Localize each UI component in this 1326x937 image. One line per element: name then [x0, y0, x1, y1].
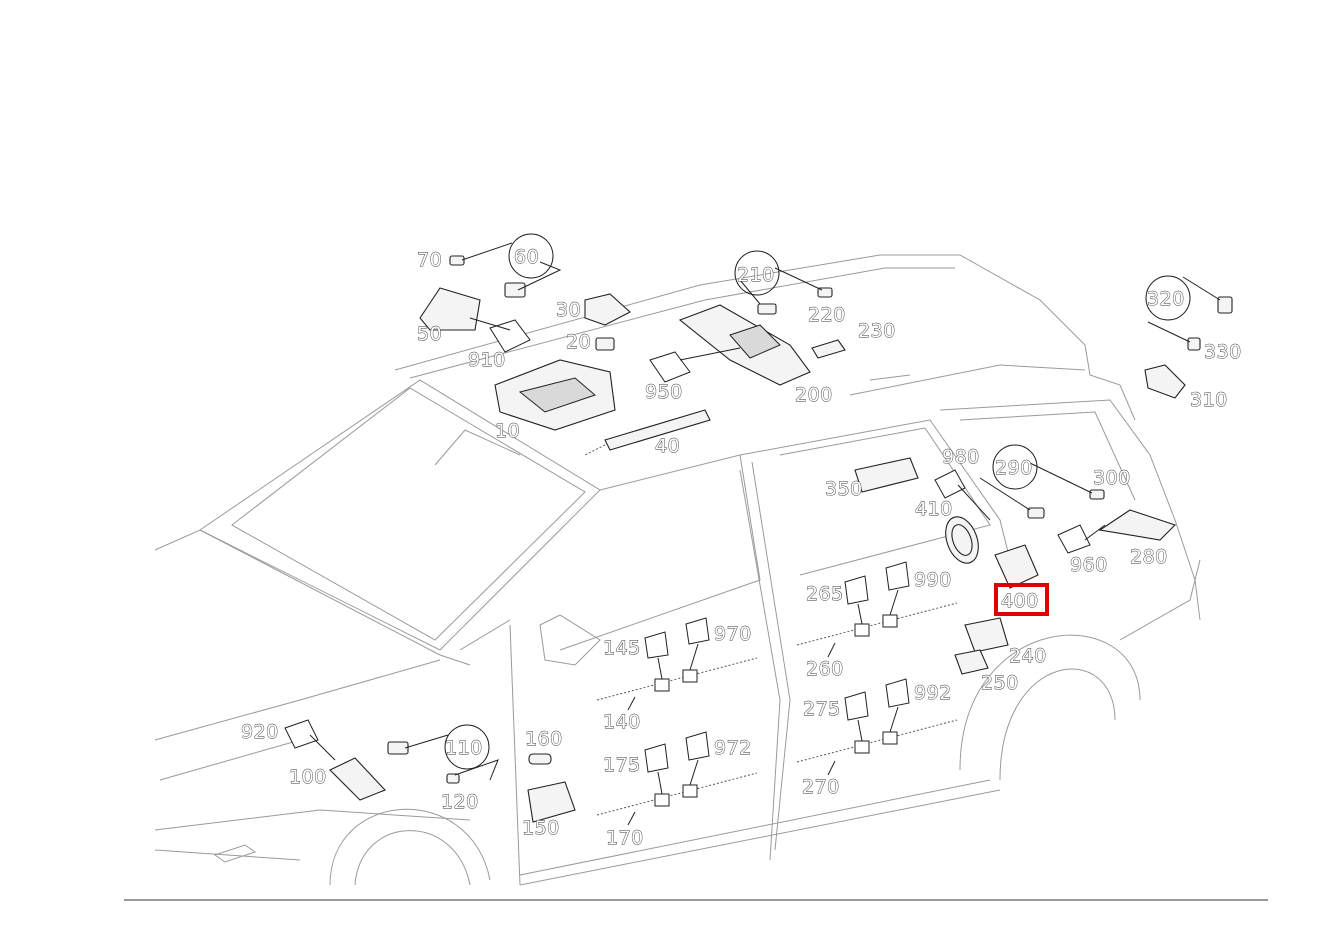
label-20[interactable]: 20 [566, 331, 592, 354]
label-260[interactable]: 260 [806, 658, 844, 681]
label-400[interactable]: 400 [1001, 590, 1039, 613]
label-240[interactable]: 240 [1009, 645, 1047, 668]
label-275[interactable]: 275 [803, 698, 841, 721]
label-350[interactable]: 350 [825, 478, 863, 501]
callout-rings [444, 233, 1191, 770]
label-150[interactable]: 150 [522, 817, 560, 840]
label-110[interactable]: 110 [445, 737, 483, 760]
label-270[interactable]: 270 [802, 776, 840, 799]
label-910[interactable]: 910 [468, 349, 506, 372]
label-960[interactable]: 960 [1070, 554, 1108, 577]
label-210[interactable]: 210 [737, 264, 775, 287]
label-40[interactable]: 40 [655, 435, 681, 458]
label-265[interactable]: 265 [806, 583, 844, 606]
label-300[interactable]: 300 [1093, 467, 1131, 490]
label-70[interactable]: 70 [417, 249, 443, 272]
label-60[interactable]: 60 [514, 246, 540, 269]
part-labels: 70 60 50 910 30 20 10 40 950 210 220 230… [241, 246, 1242, 850]
leader-lines [309, 242, 1221, 826]
label-140[interactable]: 140 [603, 711, 641, 734]
label-120[interactable]: 120 [441, 791, 479, 814]
label-410[interactable]: 410 [915, 498, 953, 521]
label-175[interactable]: 175 [603, 754, 641, 777]
label-200[interactable]: 200 [795, 384, 833, 407]
label-160[interactable]: 160 [525, 728, 563, 751]
label-330[interactable]: 330 [1204, 341, 1242, 364]
label-10[interactable]: 10 [495, 420, 521, 443]
label-100[interactable]: 100 [289, 766, 327, 789]
label-310[interactable]: 310 [1190, 389, 1228, 412]
label-992[interactable]: 992 [914, 682, 952, 705]
label-220[interactable]: 220 [808, 304, 846, 327]
label-230[interactable]: 230 [858, 320, 896, 343]
label-990[interactable]: 990 [914, 569, 952, 592]
label-290[interactable]: 290 [995, 457, 1033, 480]
door-harnesses [596, 561, 958, 816]
label-970[interactable]: 970 [714, 623, 752, 646]
label-50[interactable]: 50 [417, 323, 443, 346]
part-shapes [284, 255, 1233, 823]
label-950[interactable]: 950 [645, 381, 683, 404]
label-30[interactable]: 30 [556, 299, 582, 322]
car-body-outline [154, 254, 1201, 886]
highlight-box [994, 583, 1049, 616]
label-280[interactable]: 280 [1130, 546, 1168, 569]
label-145[interactable]: 145 [603, 637, 641, 660]
label-250[interactable]: 250 [981, 672, 1019, 695]
label-320[interactable]: 320 [1147, 288, 1185, 311]
label-972[interactable]: 972 [714, 737, 752, 760]
label-980[interactable]: 980 [942, 446, 980, 469]
label-920[interactable]: 920 [241, 721, 279, 744]
label-170[interactable]: 170 [606, 827, 644, 850]
